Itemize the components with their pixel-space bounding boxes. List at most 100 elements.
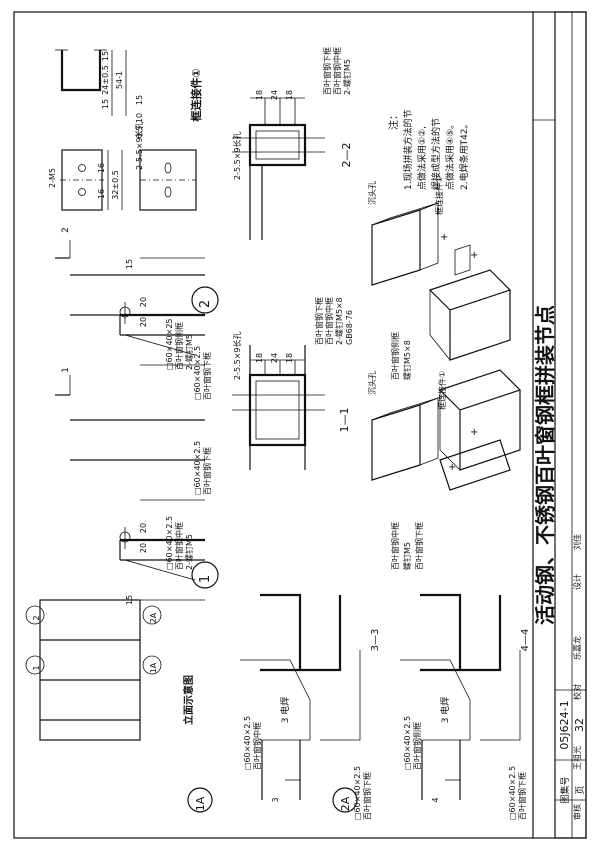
elev-callout-1 — [25, 655, 45, 675]
section-1-1 — [232, 345, 325, 470]
connector-dim-plan-a: 15 — [101, 51, 110, 61]
detail-1-name: 百叶窗钢中框 — [174, 522, 184, 570]
detail-2-bottom-profile: □60×40×2.5 — [193, 346, 202, 400]
detail-2-dim-b: 20 — [139, 297, 148, 307]
svg-text:+: + — [470, 250, 478, 261]
note-line-1: 1.现场拼装方法的节 — [402, 109, 414, 190]
section-2-2-dim-a: 18 — [255, 90, 264, 100]
section-1-1-label-3: 2-螺钉M5×8 — [334, 297, 344, 345]
connector-dim-plan-total: 54-1 — [115, 71, 124, 89]
detail-2-name: 百叶窗钢侧框 — [174, 322, 184, 370]
section-1-1-hole: 2-5.5×9长孔 — [232, 332, 242, 381]
section-2-2-title: 2—2 — [340, 143, 353, 168]
detail-2-dim-a: 20 — [139, 317, 148, 327]
elev-callout-2a-label: 2A — [149, 612, 158, 623]
section-2-2-label-2: 百叶窗钢中框 — [332, 47, 342, 95]
detail-1-dim-b: 20 — [139, 523, 148, 533]
connector-dim-side-b: 16 — [97, 189, 106, 199]
connector-dim-small-a: 15 — [135, 95, 144, 105]
connector-screw-label: 2-M5 — [48, 168, 57, 188]
iso1-bottom-frame: 百叶窗钢下框 — [414, 522, 424, 570]
atlas-label: 图集号 — [559, 776, 571, 803]
detail-1a-mark: 3 — [271, 797, 280, 802]
detail-2a-callout — [332, 787, 358, 813]
detail-1a — [187, 593, 361, 813]
detail-1-section-mark: 1 — [61, 367, 71, 373]
iso-side-frame: + + — [371, 202, 512, 361]
iso-mid-frame: + + — [371, 369, 522, 491]
section-1-1-dim-a: 18 — [255, 353, 264, 363]
detail-1a-name-b: 百叶窗钢下框 — [362, 772, 372, 820]
detail-1a-profile-b: □60×40×2.5 — [353, 766, 362, 820]
sig-design-label: 设计 — [572, 574, 582, 590]
detail-2a-number: 2A — [339, 796, 352, 811]
detail-2a-weld: 3 电焊 — [439, 697, 451, 724]
connector-hole-label: 2-5.5×9长孔 — [134, 122, 144, 171]
elevation-title: 立面示意图 — [182, 675, 195, 725]
detail-1-number: 1 — [198, 575, 213, 583]
detail-1a-section: 3—3 — [370, 629, 381, 652]
iso2-connector: 框连接件① — [434, 176, 444, 215]
section-1-1-label-4: GB68-76 — [345, 310, 354, 345]
detail-1a-weld: 3 电焊 — [279, 697, 291, 724]
section-2-2-label-1: 百叶窗钢下框 — [322, 47, 332, 95]
iso1-screw: 螺钉M5 — [402, 542, 412, 570]
elev-callout-2a — [142, 605, 162, 625]
section-1-1-dim-b: 24 — [270, 353, 279, 363]
detail-1a-number: 1A — [194, 796, 207, 811]
iso1-connector: 框连接件① — [437, 371, 447, 410]
section-2-2-label-3: 2-螺钉M5 — [342, 59, 352, 95]
elev-callout-1a-label: 1A — [149, 662, 158, 673]
section-2-2-hole: 2-5.5×9长孔 — [232, 132, 242, 181]
section-2-2 — [232, 97, 325, 240]
svg-text:+: + — [470, 427, 478, 438]
detail-2a-section: 4—4 — [520, 629, 531, 652]
notes-block: 注： 1.现场拼装方法的节 点做法采用①②, 焊接成型方法的节 点做法采用④⑤。… — [387, 109, 470, 190]
sig-review-name: 王祖光 — [572, 746, 582, 770]
connector-dim-side-total: 32±0.5 — [111, 170, 120, 200]
title-block — [532, 11, 587, 839]
sig-design-name: 刘佳 — [572, 534, 582, 550]
iso1-mid-frame: 百叶窗钢中框 — [390, 522, 400, 570]
detail-2-section-mark: 2 — [61, 227, 71, 233]
detail-1-screw: 2-螺钉M5 — [184, 534, 194, 570]
elev-callout-2-label: 2 — [32, 615, 41, 620]
detail-1-profile: □60×40×2.5 — [165, 516, 174, 570]
page-number: 32 — [573, 718, 586, 732]
section-1-1-label-2: 百叶窗钢中框 — [324, 297, 334, 345]
detail-1 — [55, 375, 219, 601]
detail-2a-profile-a: □60×40×2.5 — [403, 716, 412, 770]
detail-2a — [332, 593, 521, 813]
detail-1a-name-a: 百叶窗钢中框 — [252, 722, 262, 770]
detail-2a-name-a: 百叶窗钢侧框 — [412, 722, 422, 770]
note-line-3: 焊接成型方法的节 — [430, 118, 442, 190]
elev-callout-1-label: 1 — [32, 665, 41, 670]
section-2-2-dim-c: 18 — [285, 90, 294, 100]
svg-text:+: + — [440, 232, 448, 243]
svg-text:+: + — [448, 462, 456, 473]
detail-2-screw: 2-螺钉M5 — [184, 334, 194, 370]
detail-1-bottom-profile: □60×40×2.5 — [193, 441, 202, 495]
section-2-2-dim-b: 24 — [270, 90, 279, 100]
connector-detail — [55, 49, 197, 211]
note-line-5: 2.电焊条用T42。 — [458, 119, 470, 190]
notes-heading: 注： — [387, 110, 400, 130]
detail-2a-mark: 4 — [431, 797, 440, 802]
detail-1a-profile-a: □60×40×2.5 — [243, 716, 252, 770]
detail-2a-name-b: 百叶窗钢下框 — [517, 772, 527, 820]
connector-dim-plan: 24±0.5 — [101, 65, 110, 95]
detail-2-bottom-name: 百叶窗钢下框 — [202, 352, 212, 400]
sheet-border — [13, 11, 587, 839]
section-1-1-dim-c: 18 — [285, 353, 294, 363]
detail-2 — [55, 240, 219, 366]
detail-1-dim-a: 20 — [139, 543, 148, 553]
connector-dim-small-c: 0.5 — [135, 126, 144, 139]
iso2-screw: 螺钉M5×8 — [402, 340, 412, 380]
detail-2-dim-c: 15 — [125, 259, 134, 269]
sig-check-label: 校对 — [572, 684, 582, 700]
title-main: 活动钢、不锈钢百叶窗钢框拼装节点 — [533, 305, 557, 625]
detail-2-number: 2 — [198, 300, 213, 308]
detail-2-profile: □60×40×25 — [165, 318, 174, 370]
sig-review-label: 审核 — [572, 804, 582, 820]
